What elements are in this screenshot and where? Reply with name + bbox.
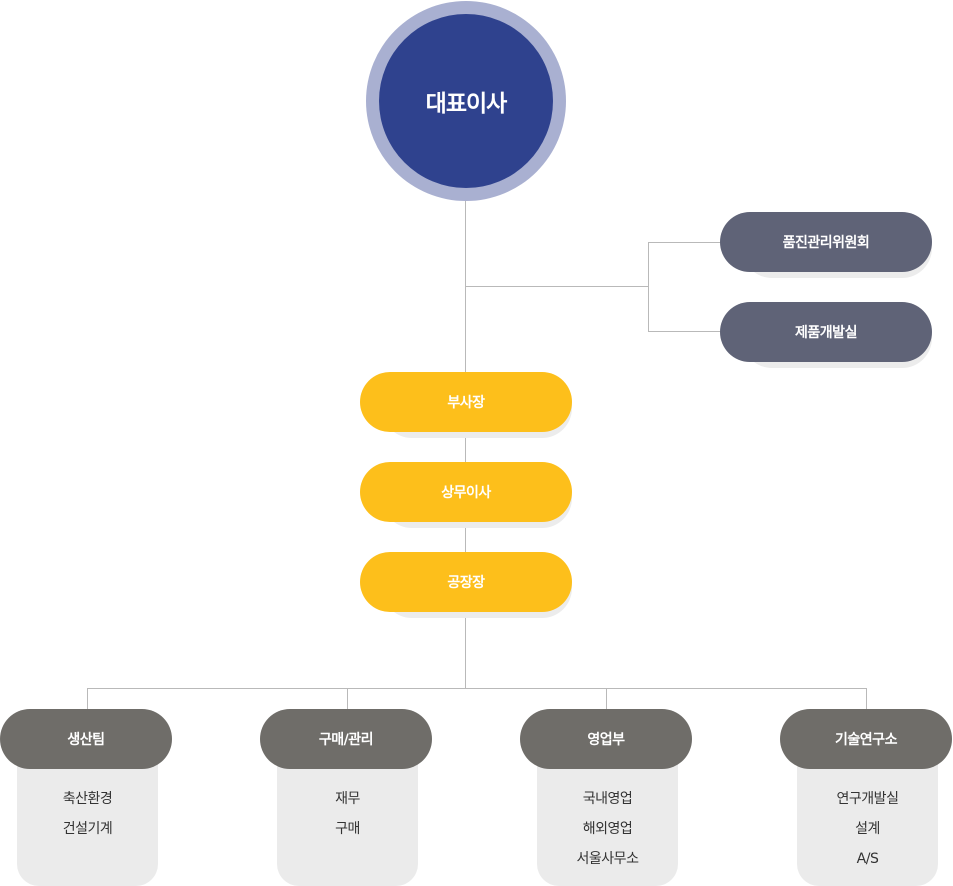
exec-managing-director[interactable]: 상무이사 <box>360 462 572 522</box>
exec-plant-manager[interactable]: 공장장 <box>360 552 572 612</box>
sub-unit[interactable]: 축산환경 <box>62 791 113 807</box>
connector-dept-horizontal <box>87 688 867 689</box>
connector-side-bottom <box>648 331 728 332</box>
dept-label: 영업부 <box>587 732 625 748</box>
connector-main-vertical <box>465 190 466 688</box>
side-unit-product-dev[interactable]: 제품개발실 <box>720 302 932 362</box>
dept-sub-list: 축산환경 건설기계 <box>17 786 158 846</box>
sub-unit[interactable]: 국내영업 <box>582 791 633 807</box>
sub-unit[interactable]: 연구개발실 <box>836 791 899 807</box>
exec-label: 상무이사 <box>441 485 491 501</box>
ceo-node[interactable]: 대표이사 <box>379 14 553 188</box>
sub-unit[interactable]: A/S <box>856 851 879 867</box>
side-unit-label: 제품개발실 <box>795 325 857 341</box>
exec-vice-president[interactable]: 부사장 <box>360 372 572 432</box>
exec-label: 부사장 <box>447 395 485 411</box>
ceo-label: 대표이사 <box>425 91 508 117</box>
connector-side-branch <box>466 286 648 287</box>
connector-dept-drop <box>347 688 348 710</box>
sub-unit[interactable]: 서울사무소 <box>576 851 639 867</box>
sub-unit[interactable]: 구매 <box>335 821 360 837</box>
side-unit-label: 품진관리위원회 <box>782 235 870 251</box>
dept-label: 구매/관리 <box>318 732 374 748</box>
connector-dept-drop <box>606 688 607 710</box>
dept-purchasing-admin[interactable]: 구매/관리 <box>260 709 432 769</box>
dept-sub-list: 재무 구매 <box>277 786 418 846</box>
connector-dept-drop <box>866 688 867 710</box>
dept-sub-list: 국내영업 해외영업 서울사무소 <box>537 786 678 876</box>
dept-production[interactable]: 생산팀 <box>0 709 172 769</box>
dept-sub-list: 연구개발실 설계 A/S <box>797 786 938 876</box>
dept-sales[interactable]: 영업부 <box>520 709 692 769</box>
connector-dept-drop <box>87 688 88 710</box>
dept-label: 기술연구소 <box>835 732 897 748</box>
sub-unit[interactable]: 해외영업 <box>582 821 633 837</box>
exec-label: 공장장 <box>447 575 485 591</box>
sub-unit[interactable]: 재무 <box>335 791 360 807</box>
side-unit-quality-committee[interactable]: 품진관리위원회 <box>720 212 932 272</box>
sub-unit[interactable]: 설계 <box>855 821 880 837</box>
connector-side-top <box>648 242 728 243</box>
connector-side-vertical <box>648 242 649 332</box>
dept-research-institute[interactable]: 기술연구소 <box>780 709 952 769</box>
sub-unit[interactable]: 건설기계 <box>62 821 113 837</box>
dept-label: 생산팀 <box>67 732 105 748</box>
